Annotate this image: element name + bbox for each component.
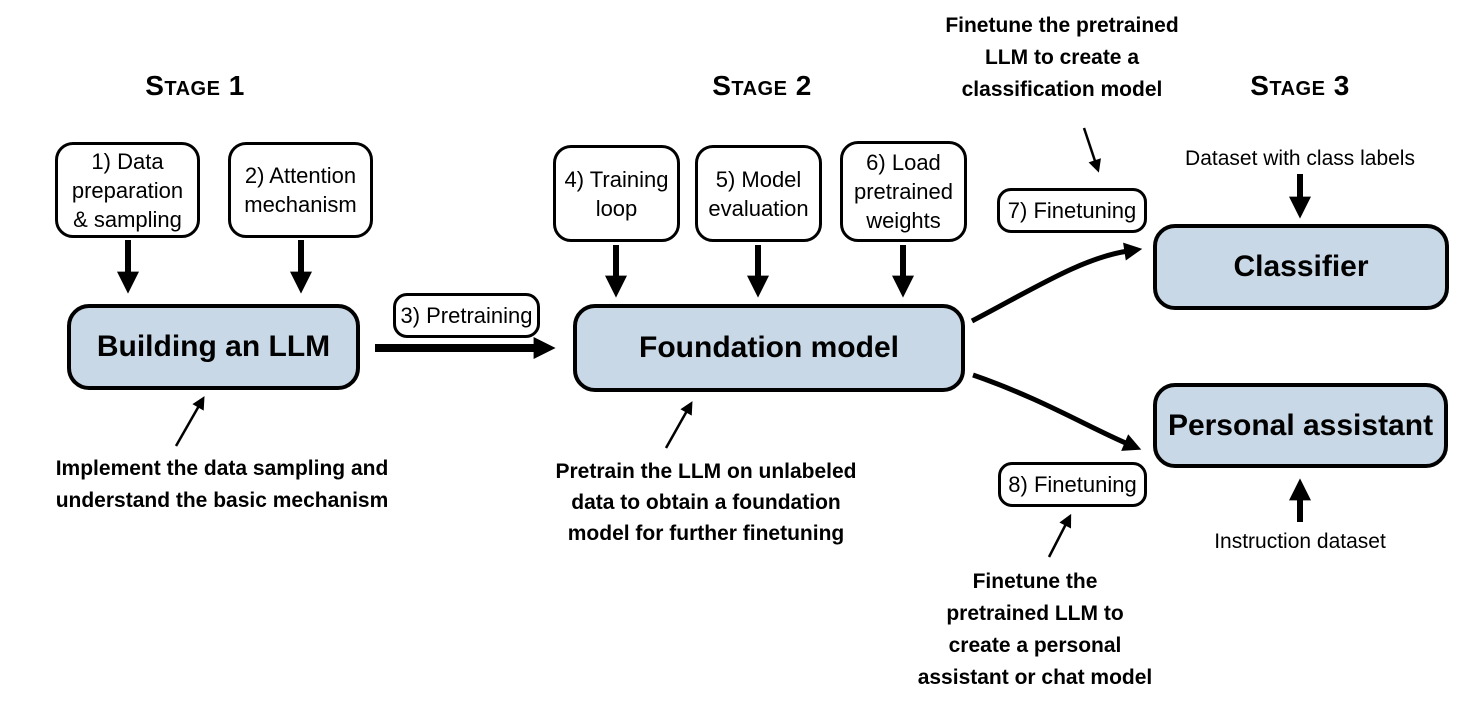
step-box-load-pretrained-weights: 6) Load pretrained weights — [840, 141, 967, 242]
step-box-attention-mechanism: 2) Attention mechanism — [228, 142, 373, 238]
step-box-finetuning-7: 7) Finetuning — [997, 188, 1147, 233]
step-box-finetuning-8: 8) Finetuning — [998, 462, 1147, 507]
step-box-data-preparation: 1) Data preparation & sampling — [55, 142, 200, 238]
node-foundation-model: Foundation model — [573, 304, 965, 392]
step-box-pretraining: 3) Pretraining — [393, 293, 540, 338]
arrow-annotation1-pointer — [174, 396, 205, 447]
node-personal-assistant: Personal assistant — [1153, 383, 1448, 468]
arrow-foundation-to-classifier — [970, 242, 1143, 324]
arrow-annotation2-pointer — [664, 401, 693, 449]
stage-2-heading: Stage 2 — [712, 70, 812, 101]
node-classifier: Classifier — [1153, 224, 1449, 310]
label-dataset-with-class-labels: Dataset with class labels — [1185, 147, 1415, 170]
stage-1-heading: Stage 1 — [145, 70, 245, 101]
step-box-training-loop: 4) Training loop — [553, 145, 680, 242]
annotation-pretrain-llm: Pretrain the LLM on unlabeled data to ob… — [555, 460, 857, 545]
step-box-model-evaluation: 5) Model evaluation — [695, 145, 822, 242]
arrow-annotation4-pointer — [1047, 513, 1072, 558]
annotation-finetune-assistant: Finetune the pretrained LLM to create a … — [917, 570, 1153, 689]
annotation-implement-data-sampling: Implement the data sampling and understa… — [55, 457, 389, 512]
label-instruction-dataset: Instruction dataset — [1214, 530, 1386, 553]
annotation-finetune-classification: Finetune the pretrained LLM to create a … — [945, 14, 1179, 101]
arrow-foundation-to-assistant — [972, 372, 1142, 451]
arrow-annotation3-pointer — [1082, 127, 1101, 173]
node-building-an-llm: Building an LLM — [67, 304, 360, 390]
stage-3-heading: Stage 3 — [1250, 70, 1350, 101]
